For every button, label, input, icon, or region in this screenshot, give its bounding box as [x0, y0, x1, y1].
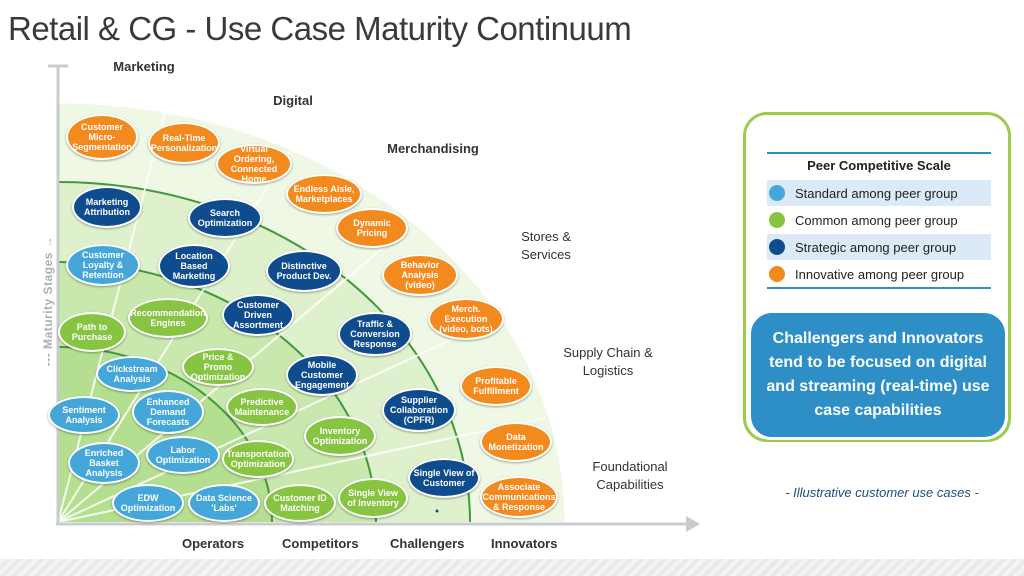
x-axis-label-innovators: Innovators: [491, 536, 558, 551]
use-case-bubble: Enriched Basket Analysis: [68, 442, 140, 484]
legend-swatch: [769, 239, 785, 255]
use-case-bubble: Labor Optimization: [146, 436, 220, 474]
page-title: Retail & CG - Use Case Maturity Continuu…: [8, 10, 632, 47]
y-axis-label: --- Maturity Stages →: [41, 235, 55, 367]
legend-label: Strategic among peer group: [795, 239, 957, 255]
sector-label-supply-chain: Supply Chain & Logistics: [563, 345, 653, 378]
sector-label-merchandising: Merchandising: [387, 141, 479, 156]
use-case-bubble: Virtual Ordering, Connected Home: [216, 144, 292, 184]
use-case-bubble: Associate Communications & Response: [480, 476, 558, 518]
footer-strip: [0, 559, 1024, 576]
legend-swatch: [769, 212, 785, 228]
use-case-bubble: Customer Micro-Segmentation: [66, 114, 138, 160]
use-case-bubble: Marketing Attribution: [72, 186, 142, 228]
use-case-bubble: Customer Loyalty & Retention: [66, 244, 140, 286]
use-case-bubble: Behavior Analysis (video): [382, 254, 458, 296]
legend-label: Standard among peer group: [795, 185, 958, 201]
use-case-bubble: Real-Time Personalization: [148, 122, 220, 164]
use-case-bubble: Location Based Marketing: [158, 244, 230, 288]
use-case-bubble: Data Science 'Labs': [188, 484, 260, 522]
use-case-bubble: Predictive Maintenance: [226, 388, 298, 426]
legend-row-strategic: Strategic among peer group: [767, 234, 991, 260]
legend-row-standard: Standard among peer group: [767, 180, 991, 206]
use-case-bubble: Path to Purchase: [58, 312, 126, 352]
use-case-bubble: Data Monetization: [480, 422, 552, 462]
sector-label-foundational: Foundational Capabilities: [592, 459, 668, 492]
use-case-bubble: Recommendation Engines: [128, 298, 208, 338]
use-case-bubble: Supplier Collaboration (CPFR): [382, 388, 456, 432]
use-case-bubble: Single View of Inventory: [338, 478, 408, 518]
use-case-bubble: Endless Aisle, Marketplaces: [286, 174, 362, 214]
x-axis-label-operators: Operators: [182, 536, 245, 551]
x-axis-arrow: [686, 516, 700, 532]
use-case-bubble: Customer ID Matching: [264, 484, 336, 522]
use-case-bubble: Enhanced Demand Forecasts: [132, 390, 204, 434]
legend-label: Common among peer group: [795, 212, 958, 228]
sector-label-digital: Digital: [273, 93, 313, 108]
illustrative-note: - Illustrative customer use cases -: [785, 485, 979, 500]
use-case-bubble: Customer Driven Assortment: [222, 294, 294, 336]
x-axis-label-challengers: Challengers: [390, 536, 465, 551]
legend-swatch: [769, 266, 785, 282]
legend-divider: [767, 287, 991, 289]
sector-label-marketing: Marketing: [113, 59, 175, 74]
callout-box: Challengers and Innovators tend to be fo…: [748, 310, 1008, 440]
use-case-bubble: Traffic & Conversion Response: [338, 312, 412, 356]
use-case-bubble: Single View of Customer: [408, 458, 480, 498]
use-case-bubble: Sentiment Analysis: [48, 396, 120, 434]
x-axis-label-competitors: Competitors: [282, 536, 359, 551]
use-case-bubble: Inventory Optimization: [304, 416, 376, 456]
use-case-bubble: Distinctive Product Dev.: [266, 250, 342, 292]
use-case-bubble: Dynamic Pricing: [336, 208, 408, 248]
legend-row-innovative: Innovative among peer group: [767, 261, 991, 287]
legend-row-common: Common among peer group: [767, 207, 991, 233]
legend-title: Peer Competitive Scale: [767, 152, 991, 176]
legend-swatch: [769, 185, 785, 201]
use-case-bubble: Search Optimization: [188, 198, 262, 238]
use-case-bubble: Transportation Optimization: [222, 440, 294, 478]
use-case-bubble: Price & Promo Optimization: [182, 348, 254, 386]
use-case-bubble: Mobile Customer Engagement: [286, 354, 358, 396]
use-case-bubble: EDW Optimization: [112, 484, 184, 522]
use-case-bubble: Merch. Execution (video, bots): [428, 298, 504, 340]
use-case-bubble: Profitable Fulfillment: [460, 366, 532, 406]
use-case-bubble: Clickstream Analysis: [96, 356, 168, 392]
legend-label: Innovative among peer group: [795, 266, 965, 282]
sector-label-stores-services: Stores & Services: [521, 229, 571, 262]
